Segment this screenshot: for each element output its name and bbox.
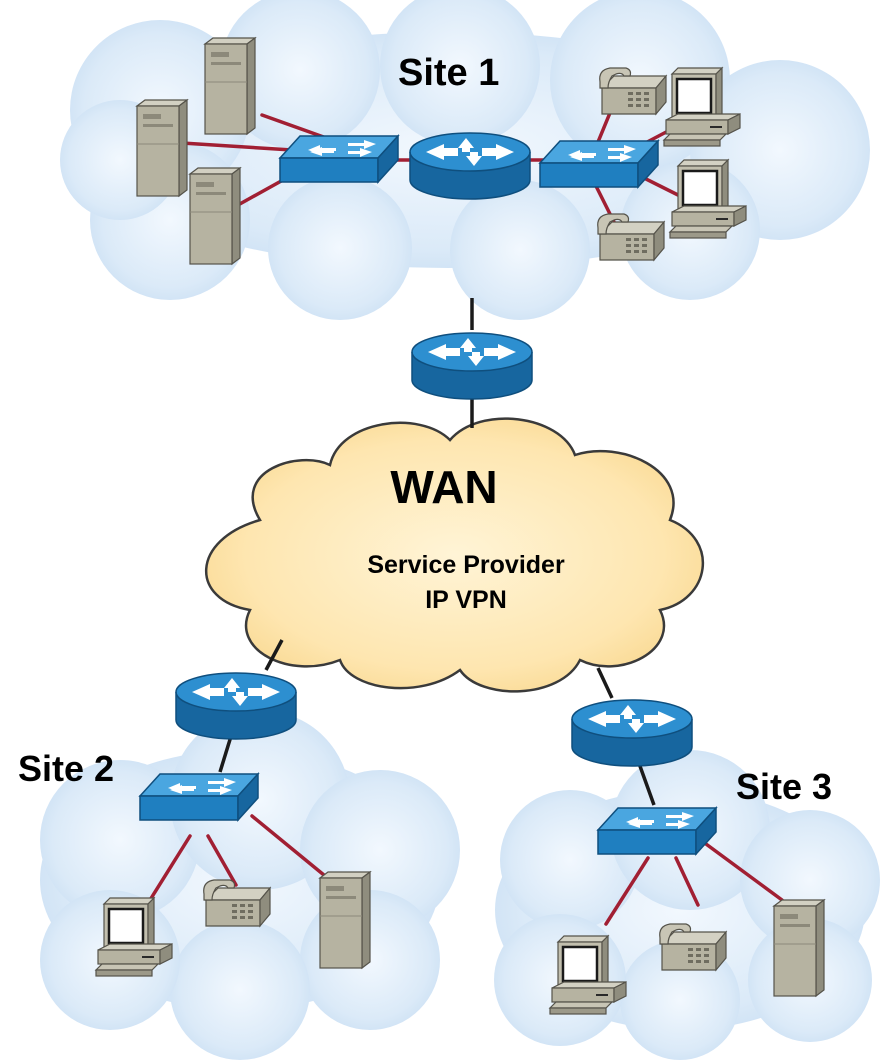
provider-label: Service Provider IP VPN xyxy=(316,548,616,618)
site1-switch-a-icon xyxy=(279,135,399,183)
provider-line-2: IP VPN xyxy=(425,586,507,614)
site3-server-icon xyxy=(773,899,825,997)
site3-label: Site 3 xyxy=(736,766,833,807)
site2-switch-icon xyxy=(139,773,259,821)
site3-edge-router-icon xyxy=(571,699,693,767)
site3-switch-icon xyxy=(597,807,717,855)
site1-switch-b-icon xyxy=(539,140,659,188)
site2-edge-router-icon xyxy=(175,672,297,740)
provider-line-1: Service Provider xyxy=(367,551,565,579)
wan-cloud xyxy=(205,417,705,693)
site-lan-links xyxy=(148,814,784,926)
site1-edge-router-icon xyxy=(411,332,533,400)
site1-server-1-icon xyxy=(204,37,256,135)
site2-server-icon xyxy=(319,871,371,969)
site1-label: Site 1 xyxy=(398,52,500,94)
site1-server-2-icon xyxy=(136,99,188,197)
site2-label: Site 2 xyxy=(18,748,115,789)
wan-label: WAN xyxy=(390,461,498,513)
site1-lan-router-icon xyxy=(409,132,531,200)
site1-server-3-icon xyxy=(189,167,241,265)
